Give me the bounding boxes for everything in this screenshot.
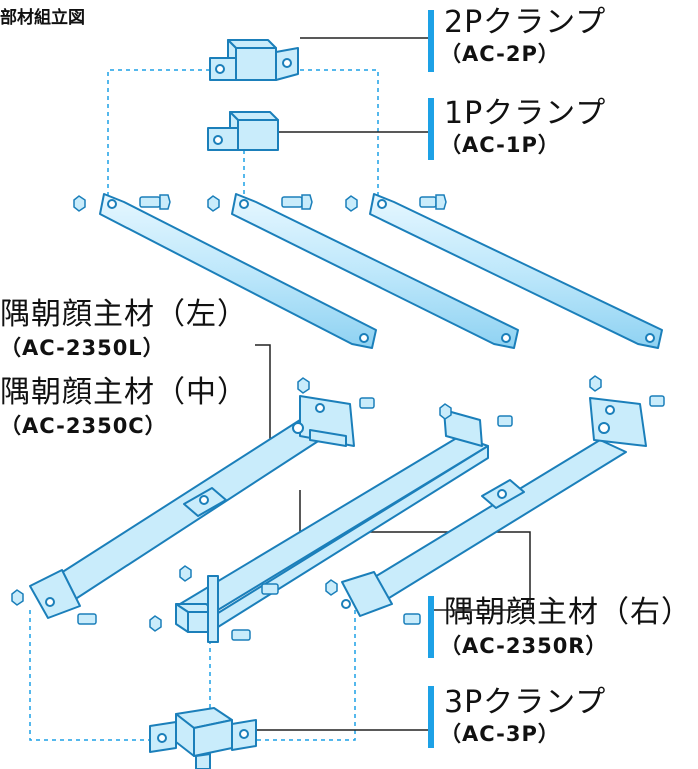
label-accent-bar <box>428 10 434 72</box>
label-accent-bar <box>428 686 434 748</box>
clamp-3p-part <box>149 707 257 769</box>
clamp-2p-name: 2Pクランプ <box>444 5 607 40</box>
clamp-3p-code: （AC-3P） <box>440 722 560 746</box>
main-member-right-part <box>341 397 647 617</box>
dashed-guide-lines <box>29 69 379 741</box>
main-member-center-part <box>175 409 489 643</box>
lower-bolts <box>11 375 665 641</box>
main-member-right-code: （AC-2350R） <box>440 634 608 658</box>
label-accent-bar <box>428 98 434 160</box>
main-member-center-name: 隅朝顔主材（中） <box>0 375 248 410</box>
clamp-2p-code: （AC-2P） <box>440 42 560 66</box>
clamp-2p-part <box>209 39 299 81</box>
main-member-left-code: （AC-2350L） <box>0 336 165 360</box>
clamp-1p-name: 1Pクランプ <box>444 96 607 131</box>
clamp-1p-part <box>207 111 279 151</box>
main-member-right-name: 隅朝顔主材（右） <box>444 595 692 630</box>
clamp-1p-code: （AC-1P） <box>440 133 560 157</box>
main-member-left-name: 隅朝顔主材（左） <box>0 297 248 332</box>
main-member-left-part <box>29 395 355 619</box>
upper-pipes <box>99 193 663 349</box>
upper-bolts <box>73 194 447 212</box>
main-member-center-code: （AC-2350C） <box>0 414 167 438</box>
clamp-3p-name: 3Pクランプ <box>444 685 607 720</box>
label-accent-bar <box>428 596 434 658</box>
diagram-title: 部材組立図 <box>0 8 85 28</box>
leader-lines <box>228 37 531 731</box>
